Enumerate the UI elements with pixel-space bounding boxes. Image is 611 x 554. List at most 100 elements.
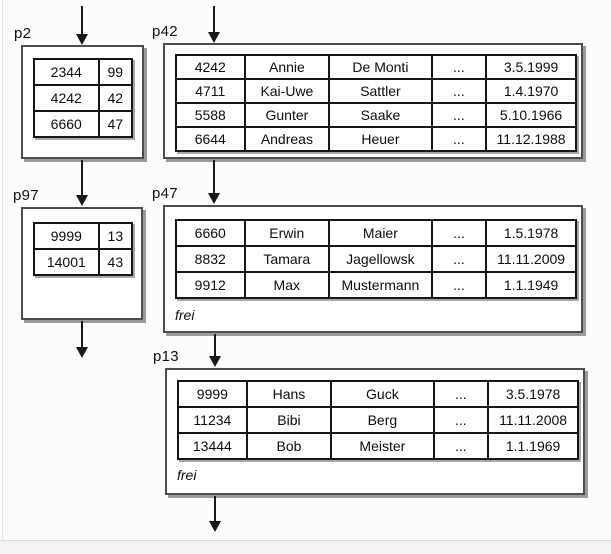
table-cell: ... (430, 54, 488, 80)
table-cell: 13 (97, 222, 134, 250)
table-cell: Max (243, 271, 331, 299)
arrow-shaft (81, 6, 83, 37)
arrow-head (209, 356, 221, 367)
table-cell: 11.12.1988 (485, 126, 577, 152)
free-space-label-p13: frei (177, 467, 197, 483)
table-cell: 6660 (175, 219, 246, 247)
table-cell: Annie (243, 54, 331, 80)
table-cell: Sattler (328, 78, 433, 104)
table-cell: 3.5.1999 (485, 54, 577, 80)
table-cell: 4242 (175, 54, 246, 80)
free-space-label-p47: frei (175, 307, 195, 323)
arrow-p47-to-p13 (208, 334, 222, 367)
table-cell: 5588 (175, 102, 246, 128)
page-label-p13: p13 (153, 348, 179, 365)
table-cell: 1.1.1949 (485, 271, 577, 299)
arrow-into-p42 (207, 6, 221, 43)
arrow-head (208, 32, 220, 43)
table-cell: Heuer (328, 126, 433, 152)
arrow-into-p2 (75, 6, 89, 45)
table-cell: Guck (330, 380, 435, 408)
page-label-p47: p47 (152, 185, 178, 202)
arrow-p2-to-p97 (75, 160, 89, 206)
table-cell: 43 (97, 248, 134, 276)
table-cell: De Monti (328, 54, 433, 80)
arrow-head (76, 195, 88, 206)
table-cell: 4242 (33, 84, 100, 112)
table-cell: Erwin (243, 219, 331, 247)
table-cell: 9999 (33, 222, 100, 250)
table-cell: Kai-Uwe (243, 78, 331, 104)
table-cell: 47 (97, 110, 133, 138)
table-cell: Andreas (243, 126, 331, 152)
arrow-shaft (214, 496, 216, 524)
arrow-out-of-p13 (208, 496, 222, 532)
arrow-p42-to-p47 (207, 160, 221, 204)
slide-left-edge (2, 0, 3, 540)
arrow-out-of-p97 (75, 321, 89, 358)
table-cell: ... (430, 78, 488, 104)
table-cell: Mustermann (328, 271, 433, 299)
table-cell: ... (432, 432, 490, 460)
table-cell: Maier (328, 219, 433, 247)
table-cell: Bibi (245, 406, 333, 434)
table-cell: Saake (328, 102, 433, 128)
table-cell: 5.10.1966 (485, 102, 577, 128)
table-cell: Gunter (243, 102, 331, 128)
table-cell: 9999 (177, 380, 248, 408)
table-cell: 6644 (175, 126, 246, 152)
table-cell: Berg (330, 406, 435, 434)
arrow-head (76, 34, 88, 45)
table-cell: ... (432, 380, 490, 408)
table-cell: 4711 (175, 78, 246, 104)
table-cell: Jagellowsk (328, 245, 433, 273)
arrow-head (76, 347, 88, 358)
table-cell: ... (432, 406, 490, 434)
table-cell: 1.1.1969 (487, 432, 579, 460)
arrow-head (209, 521, 221, 532)
page-label-p2: p2 (14, 25, 32, 42)
arrow-shaft (213, 160, 215, 196)
table-cell: 1.5.1978 (485, 219, 577, 247)
page-label-p97: p97 (13, 187, 39, 204)
page-label-p42: p42 (152, 23, 178, 40)
table-cell: Tamara (243, 245, 331, 273)
table-cell: 8832 (175, 245, 246, 273)
table-cell: 14001 (33, 248, 100, 276)
table-cell: Hans (245, 380, 333, 408)
table-cell: 6660 (33, 110, 100, 138)
arrow-shaft (213, 6, 215, 35)
table-cell: ... (430, 245, 488, 273)
arrow-shaft (81, 321, 83, 350)
table-cell: ... (430, 271, 488, 299)
table-cell: 13444 (177, 432, 248, 460)
table-cell: 9912 (175, 271, 246, 299)
table-cell: Bob (245, 432, 333, 460)
table-cell: ... (430, 126, 488, 152)
table-cell: 99 (97, 58, 133, 86)
table-cell: ... (430, 102, 488, 128)
